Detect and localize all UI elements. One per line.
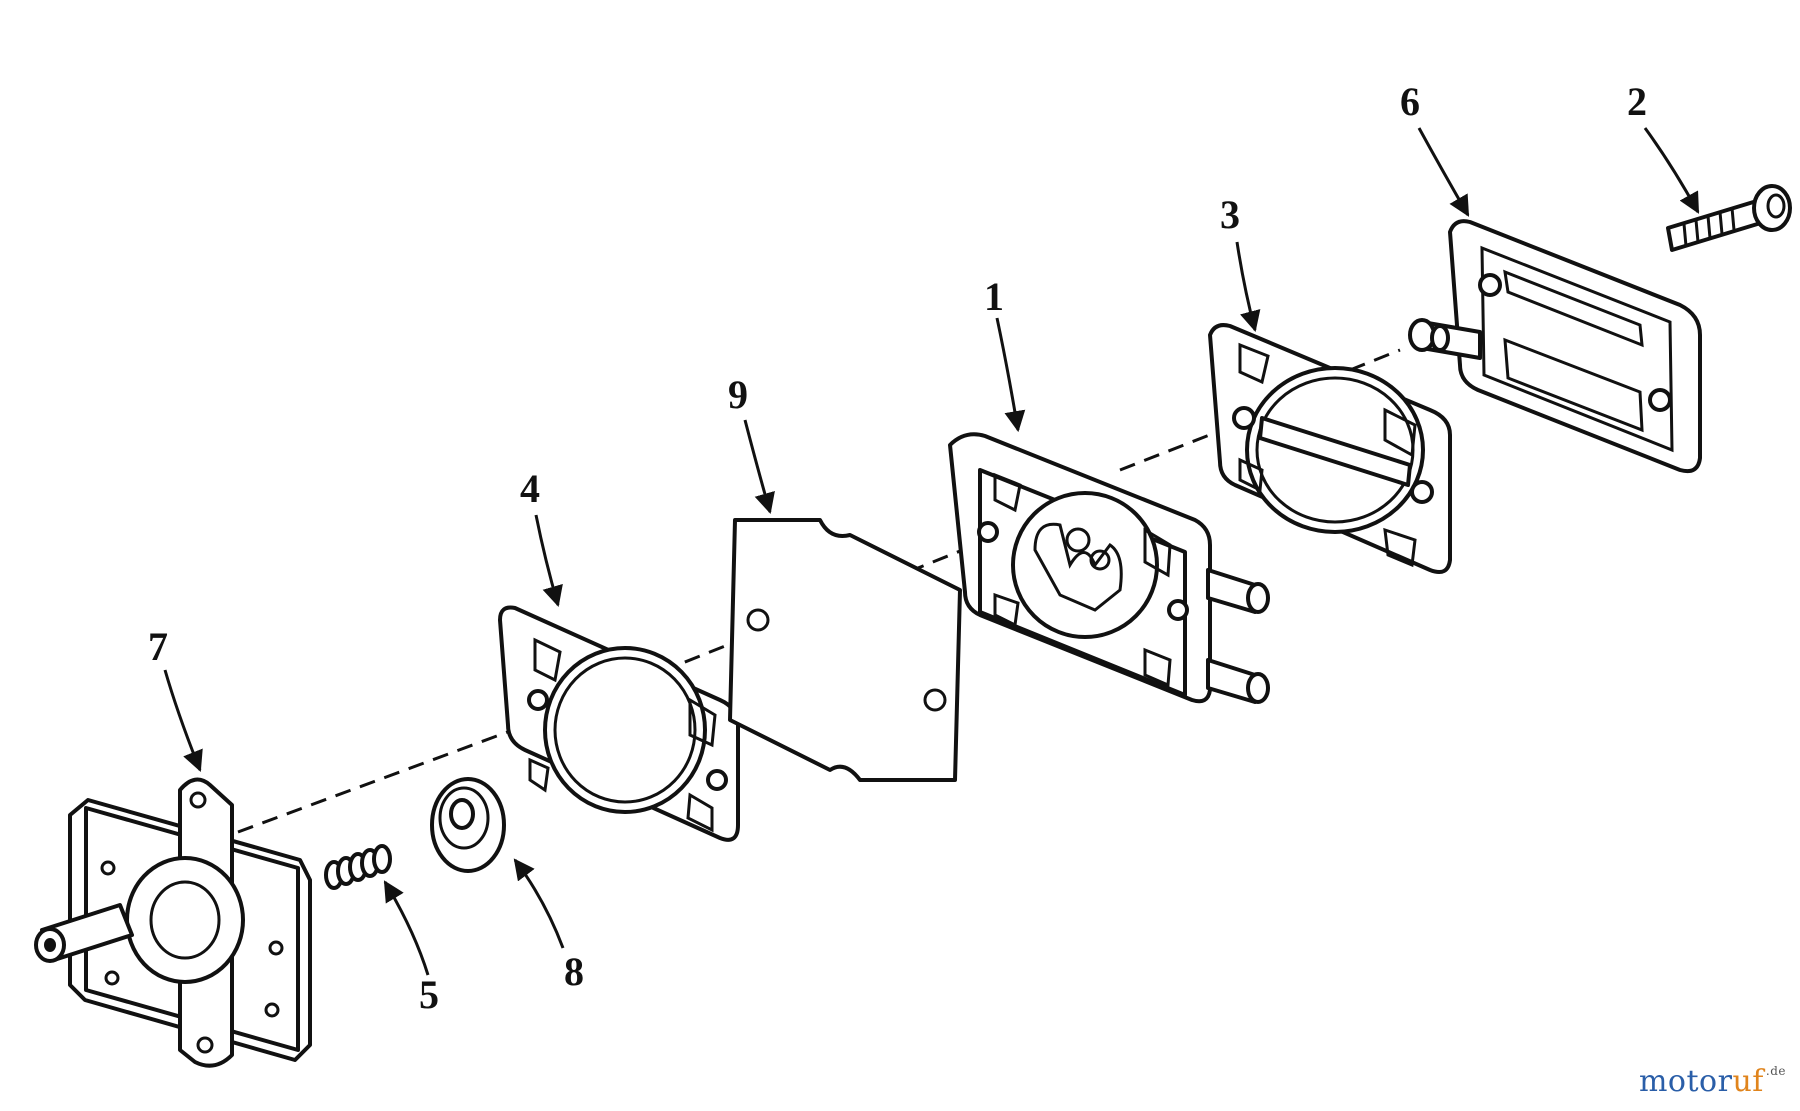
callout-5: 5 [419, 972, 439, 1017]
callout-leaders [163, 127, 1700, 976]
part-4-gasket [498, 605, 740, 842]
part-7-pump-body [34, 777, 312, 1068]
callout-8: 8 [564, 949, 584, 994]
callout-9: 9 [728, 372, 748, 417]
callout-6: 6 [1400, 79, 1420, 124]
part-8-valve-disc [430, 777, 506, 873]
part-2-screw [1666, 184, 1792, 252]
part-1-pump-cover [948, 432, 1270, 704]
watermark-brand-a: motor [1638, 1064, 1733, 1099]
part-5-spring [324, 844, 392, 890]
callout-2: 2 [1627, 79, 1647, 124]
part-9-diaphragm-sheet [728, 518, 962, 782]
part-6-outer-cover [1408, 219, 1702, 474]
motoruf-watermark: motoruf.de [1639, 1064, 1786, 1099]
watermark-suffix: .de [1765, 1064, 1786, 1078]
callout-3: 3 [1220, 192, 1240, 237]
callout-7: 7 [148, 624, 168, 669]
callout-labels: 7 5 8 4 9 1 3 6 2 [148, 79, 1647, 1017]
watermark-brand-b: uf [1732, 1064, 1764, 1099]
callout-1: 1 [984, 274, 1004, 319]
part-3-gasket [1208, 323, 1452, 574]
callout-4: 4 [520, 466, 540, 511]
